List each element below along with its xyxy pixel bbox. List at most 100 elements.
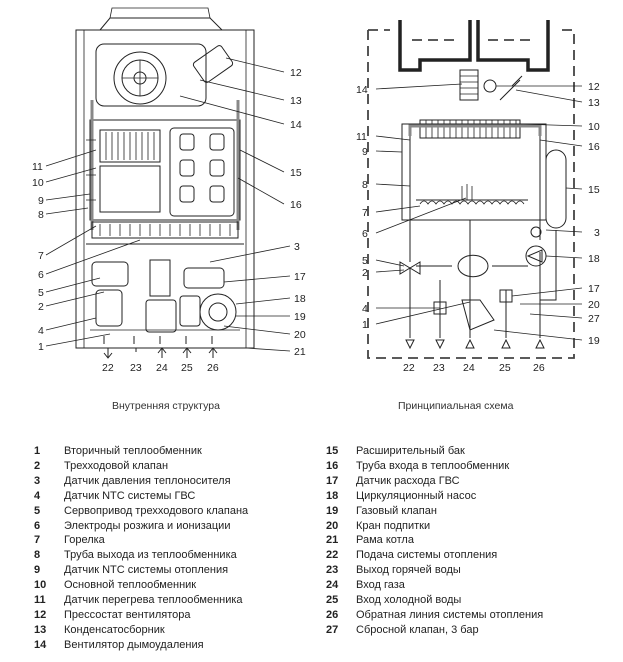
callout-right-3: 3	[594, 227, 600, 239]
legend-num: 23	[326, 564, 339, 577]
callout-right-19: 19	[588, 335, 600, 347]
legend-text: Кран подпитки	[356, 519, 431, 532]
callout-right-10: 10	[588, 121, 600, 133]
callout-right-1: 1	[362, 319, 368, 331]
legend-text: Датчик NTC системы отопления	[64, 564, 229, 577]
internal-structure-drawing	[45, 7, 291, 359]
legend-text: Вентилятор дымоудаления	[64, 638, 204, 651]
legend-text: Труба выхода из теплообменника	[64, 549, 237, 562]
callout-left-23: 23	[130, 362, 142, 374]
legend-num: 8	[34, 549, 41, 562]
callout-left-22: 22	[102, 362, 114, 374]
legend-text: Сервопривод трехходового клапана	[64, 504, 249, 517]
legend-num: 3	[34, 474, 41, 487]
callout-right-11: 11	[356, 131, 367, 143]
combustion-chamber-drawing	[401, 119, 547, 221]
callout-left-14: 14	[290, 119, 302, 131]
hydraulic-group-drawing	[90, 259, 240, 344]
legend-num: 19	[326, 504, 339, 517]
legend-num: 11	[34, 594, 46, 607]
callout-left-26: 26	[207, 362, 219, 374]
legend-text: Конденсатосборник	[64, 623, 165, 636]
schematic-drawing	[367, 20, 583, 359]
boiler-diagram: 12 13 14 15 16 3 17 18 19 20 21 11 10 9 …	[32, 7, 600, 374]
schematic-pipes	[409, 136, 557, 338]
callout-left-17: 17	[294, 271, 306, 283]
callout-left-13: 13	[290, 95, 302, 107]
expansion-tank-icon	[545, 149, 567, 229]
callout-right-16: 16	[588, 141, 600, 153]
callout-right-13: 13	[588, 97, 600, 109]
legend-num: 10	[34, 579, 47, 592]
legend-num: 16	[326, 459, 339, 472]
callout-left-18: 18	[294, 293, 306, 305]
callout-left-5: 5	[38, 287, 44, 299]
callout-right-4: 4	[362, 303, 368, 315]
callout-right-7: 7	[362, 207, 368, 219]
legend-item: 18 Циркуляционный насос	[326, 489, 543, 504]
legend-num: 1	[34, 445, 41, 457]
callout-left-9: 9	[38, 195, 44, 207]
legend-num: 26	[326, 608, 339, 621]
callout-right-15: 15	[588, 184, 600, 196]
callout-right-23: 23	[433, 362, 445, 374]
callout-right-24: 24	[463, 362, 475, 374]
legend-text: Вход газа	[356, 579, 405, 592]
callout-left-15: 15	[290, 167, 302, 179]
right-leader-lines	[375, 83, 583, 341]
left-callouts: 12 13 14 15 16 3 17 18 19 20 21 11 10 9 …	[32, 67, 306, 374]
legend-text: Трехходовой клапан	[64, 459, 169, 472]
callout-right-20: 20	[588, 299, 600, 311]
legend-item: 8 Труба выхода из теплообменника	[34, 548, 248, 563]
callout-left-11: 11	[32, 161, 43, 173]
legend-text: Датчик NTC системы ГВС	[64, 489, 196, 502]
callout-left-12: 12	[290, 67, 302, 79]
callout-left-10: 10	[32, 177, 44, 189]
legend-num: 6	[34, 519, 41, 532]
callout-left-3: 3	[294, 241, 300, 253]
callout-right-22: 22	[403, 362, 415, 374]
legend-num: 18	[326, 489, 339, 502]
callout-right-9: 9	[362, 146, 368, 158]
legend-text: Вход холодной воды	[356, 594, 462, 607]
caption-internal-structure: Внутренняя структура	[112, 400, 220, 412]
legend-num: 20	[326, 519, 339, 532]
legend-text: Циркуляционный насос	[356, 489, 477, 502]
legend-num: 9	[34, 564, 41, 577]
callout-right-12: 12	[588, 81, 600, 93]
schematic-connection-arrows	[405, 338, 545, 350]
callout-left-2: 2	[38, 301, 44, 313]
legend-text: Сбросной клапан, 3 бар	[356, 623, 479, 636]
legend-text: Электроды розжига и ионизации	[64, 519, 231, 532]
legend-num: 21	[326, 534, 339, 547]
callout-right-5: 5	[362, 255, 368, 267]
legend-text: Датчик давления теплоносителя	[64, 474, 231, 487]
legend-num: 7	[34, 534, 41, 547]
burner-drawing	[86, 221, 244, 245]
left-leader-lines	[45, 57, 291, 352]
pump-icon	[525, 226, 547, 267]
legend-text: Горелка	[64, 534, 105, 547]
callout-left-16: 16	[290, 199, 302, 211]
callout-right-18: 18	[588, 253, 600, 265]
legend-num: 17	[326, 474, 339, 487]
legend-item: 3 Датчик давления теплоносителя	[34, 474, 248, 489]
callout-right-26: 26	[533, 362, 545, 374]
legend-num: 22	[326, 549, 339, 562]
legend-item: 20 Кран подпитки	[326, 519, 543, 534]
